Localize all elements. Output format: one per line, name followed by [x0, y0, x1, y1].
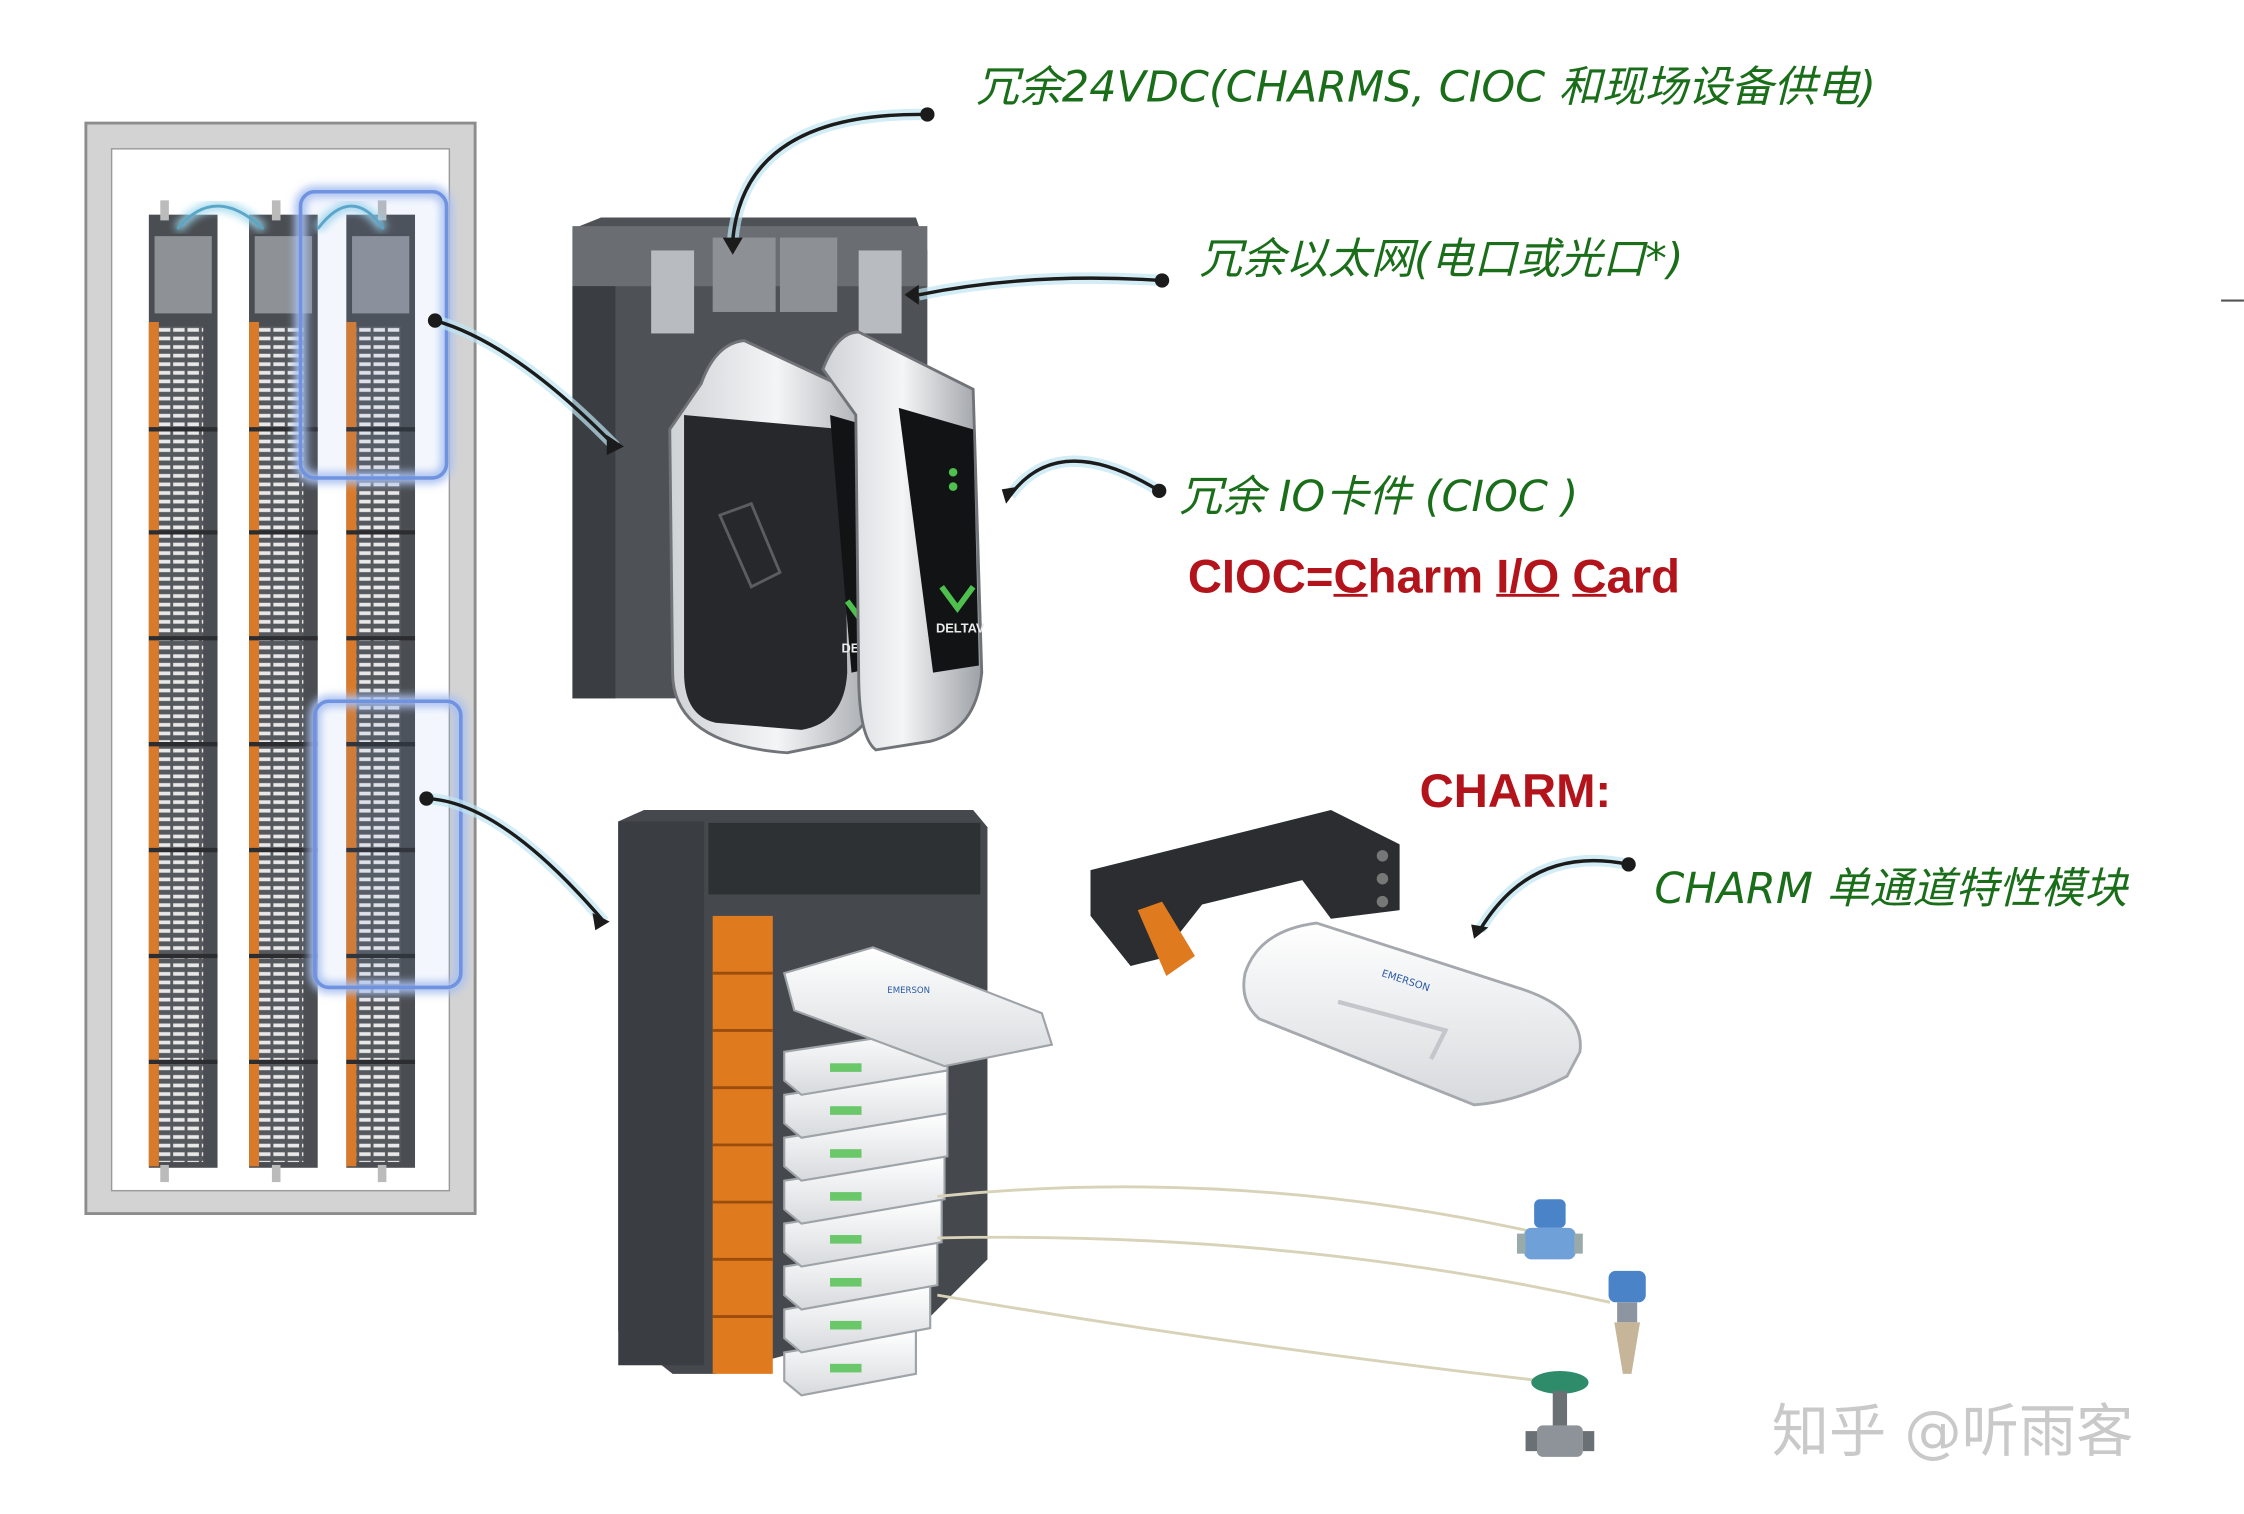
cioc-harm: harm	[1367, 549, 1497, 603]
cioc-card-right: DELTAV	[821, 330, 985, 752]
diagram-canvas: DELTAV DELTAV	[84, 62, 2244, 1466]
cioc-card-left: DELTAV	[668, 339, 890, 755]
cioc-letter-c1: C	[1333, 549, 1368, 603]
label-redundant-ethernet: 冗余以太网(电口或光口*)	[1199, 234, 1684, 285]
label-redundant-io-card: 冗余 IO卡件 (CIOC )	[1179, 472, 1579, 523]
cioc-letter-c2: C	[1572, 549, 1607, 603]
hardware-illustration: DELTAV DELTAV	[84, 107, 2244, 1457]
callout-connectors	[426, 108, 1630, 934]
cioc-prefix: CIOC=	[1187, 549, 1334, 603]
highlight-cioc-box	[294, 186, 453, 484]
cioc-ard: ard	[1606, 549, 1680, 603]
cioc-definition: CIOC=Charm I/O Card	[1188, 550, 1680, 604]
field-wires	[937, 1185, 1611, 1383]
radar-level-transmitter-icon	[1608, 1270, 1646, 1374]
charm-title: CHARM:	[1419, 764, 1612, 818]
flowmeter-icon	[1516, 1199, 1583, 1260]
emerson-logo-stack: EMERSON	[887, 986, 930, 996]
control-valve-icon	[1525, 1370, 1595, 1457]
deltav-logo-right: DELTAV	[936, 621, 985, 636]
carrier-column-1	[148, 200, 218, 1183]
label-charm-module: CHARM 单通道特性模块	[1654, 864, 2128, 915]
charm-module: EMERSON	[1090, 810, 1582, 1107]
charm-stack: EMERSON	[782, 946, 1054, 1397]
cioc-letters-io: I/O	[1496, 549, 1560, 603]
connector-endpoints	[419, 107, 1636, 939]
label-redundant-24vdc: 冗余24VDC(CHARMS, CIOC 和现场设备供电)	[976, 62, 1877, 114]
highlight-charm-box	[309, 695, 467, 994]
watermark: 知乎 @听雨客	[1771, 1399, 2134, 1466]
cioc-space	[1559, 550, 1572, 603]
